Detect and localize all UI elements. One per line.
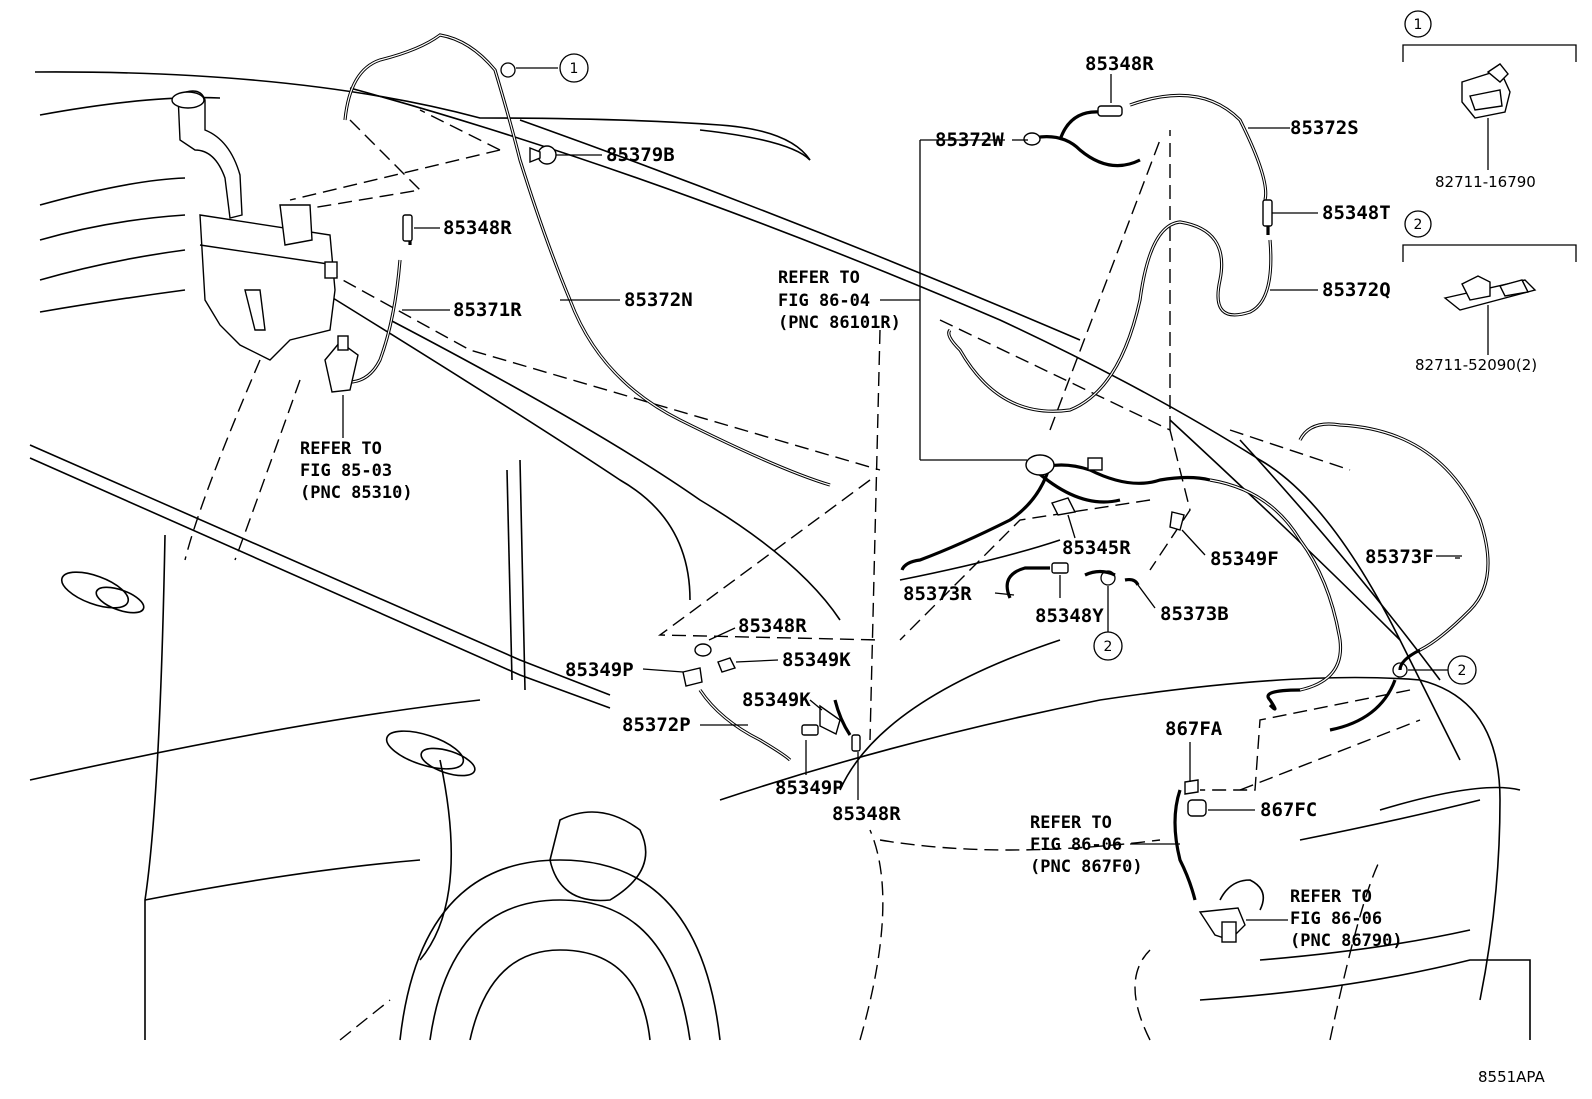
legend-item-1: 1 82711-16790	[1402, 10, 1577, 191]
part-label-85348R-left: 85348R	[443, 217, 512, 239]
svg-text:REFER TO: REFER TO	[1290, 887, 1372, 907]
part-label-85349P-left: 85349P	[565, 659, 634, 681]
svg-text:REFER TO: REFER TO	[1030, 813, 1112, 833]
part-label-85349K-mid: 85349K	[782, 649, 851, 671]
leader-lines	[342, 67, 1462, 921]
svg-text:REFER TO: REFER TO	[300, 439, 382, 459]
part-label-867FA: 867FA	[1165, 718, 1223, 740]
figure-code: 8551APA	[1478, 1068, 1546, 1086]
svg-text:1: 1	[1414, 17, 1423, 33]
part-label-85371R: 85371R	[453, 299, 522, 321]
clip-2-icon	[1443, 275, 1537, 311]
svg-text:FIG 86-06: FIG 86-06	[1030, 835, 1122, 855]
svg-text:FIG 85-03: FIG 85-03	[300, 461, 392, 481]
legend-code-1: 82711-16790	[1435, 173, 1536, 191]
callout-circle-1: 1	[559, 53, 589, 83]
clip-1-icon	[1461, 63, 1511, 119]
svg-text:(PNC 85310): (PNC 85310)	[300, 483, 413, 503]
part-label-85348R-mid: 85348R	[738, 615, 807, 637]
part-label-85349P-low: 85349P	[775, 777, 844, 799]
joint-fittings	[402, 105, 1273, 943]
part-label-85372W: 85372W	[935, 129, 1004, 151]
washer-hoses	[343, 33, 1490, 901]
part-labels: 85348R 85372S 85372W 85379B 85348R 85348…	[443, 53, 1434, 825]
part-label-85348T: 85348T	[1322, 202, 1391, 224]
svg-text:1: 1	[570, 61, 579, 77]
part-label-85349K-low: 85349K	[742, 689, 811, 711]
callout-circle-2-right: 2	[1447, 655, 1477, 685]
part-label-85348R-low: 85348R	[832, 803, 901, 825]
part-label-85373R: 85373R	[903, 583, 972, 605]
part-label-85372N: 85372N	[624, 289, 693, 311]
refer-to-fig-86-04: REFER TO FIG 86-04 (PNC 86101R)	[778, 268, 901, 333]
clip-rings	[500, 62, 1408, 678]
svg-text:FIG 86-04: FIG 86-04	[778, 291, 870, 311]
part-label-85373B: 85373B	[1160, 603, 1229, 625]
callout-circle-2-left: 2	[1093, 631, 1123, 661]
part-label-85348R-top: 85348R	[1085, 53, 1154, 75]
part-label-85345R: 85345R	[1062, 537, 1131, 559]
part-label-867FC: 867FC	[1260, 799, 1317, 821]
dashed-reference-lines	[184, 109, 1421, 1041]
vehicle-body-outline	[29, 71, 1531, 1041]
part-label-85372Q: 85372Q	[1322, 279, 1391, 301]
part-label-85349F: 85349F	[1210, 548, 1279, 570]
part-label-85379B: 85379B	[606, 144, 675, 166]
legend-code-2: 82711-52090(2)	[1415, 356, 1537, 374]
refer-to-fig-86-06-867F0: REFER TO FIG 86-06 (PNC 867F0)	[1030, 813, 1143, 877]
washer-reservoir	[171, 90, 338, 361]
part-label-85348Y: 85348Y	[1035, 605, 1104, 627]
svg-text:FIG 86-06: FIG 86-06	[1290, 909, 1382, 929]
part-label-85372S: 85372S	[1290, 117, 1359, 139]
refer-to-fig-85-03: REFER TO FIG 85-03 (PNC 85310)	[300, 439, 413, 503]
svg-text:2: 2	[1414, 217, 1423, 233]
svg-text:(PNC 867F0): (PNC 867F0)	[1030, 857, 1143, 877]
svg-text:2: 2	[1458, 663, 1467, 679]
legend-item-2: 2 82711-52090(2)	[1402, 210, 1577, 374]
svg-text:(PNC 86790): (PNC 86790)	[1290, 931, 1403, 951]
svg-text:2: 2	[1104, 639, 1113, 655]
part-label-85373F: 85373F	[1365, 546, 1434, 568]
svg-text:REFER TO: REFER TO	[778, 268, 860, 288]
refer-to-fig-86-06-86790: REFER TO FIG 86-06 (PNC 86790)	[1290, 887, 1403, 951]
washer-pump	[324, 335, 359, 393]
svg-text:(PNC 86101R): (PNC 86101R)	[778, 313, 901, 333]
part-label-85372P: 85372P	[622, 714, 691, 736]
